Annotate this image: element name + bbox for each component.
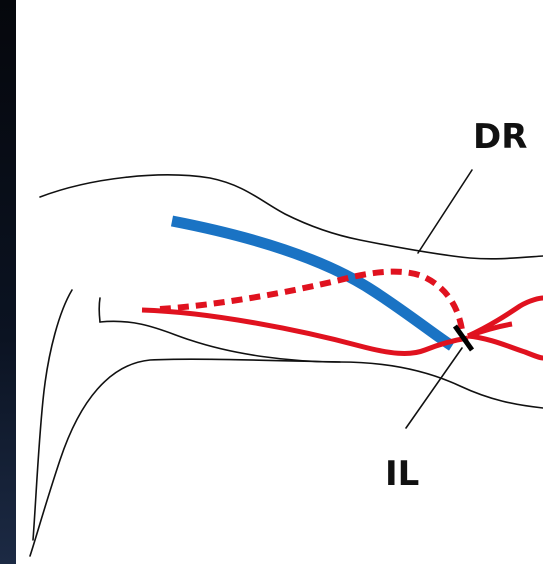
- label-dr: DR: [473, 117, 527, 157]
- diagram-panel: [16, 0, 543, 564]
- blue-vessel: [170, 215, 456, 351]
- red-vessel-dashed: [159, 268, 465, 331]
- red-branch-lower: [467, 333, 543, 361]
- red-vessel-branches: [466, 295, 543, 361]
- red-branch-upper: [466, 295, 543, 339]
- outline-leader-il: [405, 347, 463, 429]
- outline-left-contour: [32, 289, 73, 541]
- label-il: IL: [385, 454, 419, 494]
- outline-leader-dr: [417, 169, 473, 254]
- outline-upper-contour: [39, 174, 543, 260]
- red-vessel-main: [141, 307, 469, 356]
- left-dark-border: [0, 0, 16, 564]
- limb-outline: [29, 169, 543, 557]
- red-branch-mid: [467, 321, 513, 339]
- outline-lower-sweep: [29, 358, 341, 557]
- ligation-marker: [452, 324, 475, 352]
- outline-inner-fold: [98, 297, 101, 323]
